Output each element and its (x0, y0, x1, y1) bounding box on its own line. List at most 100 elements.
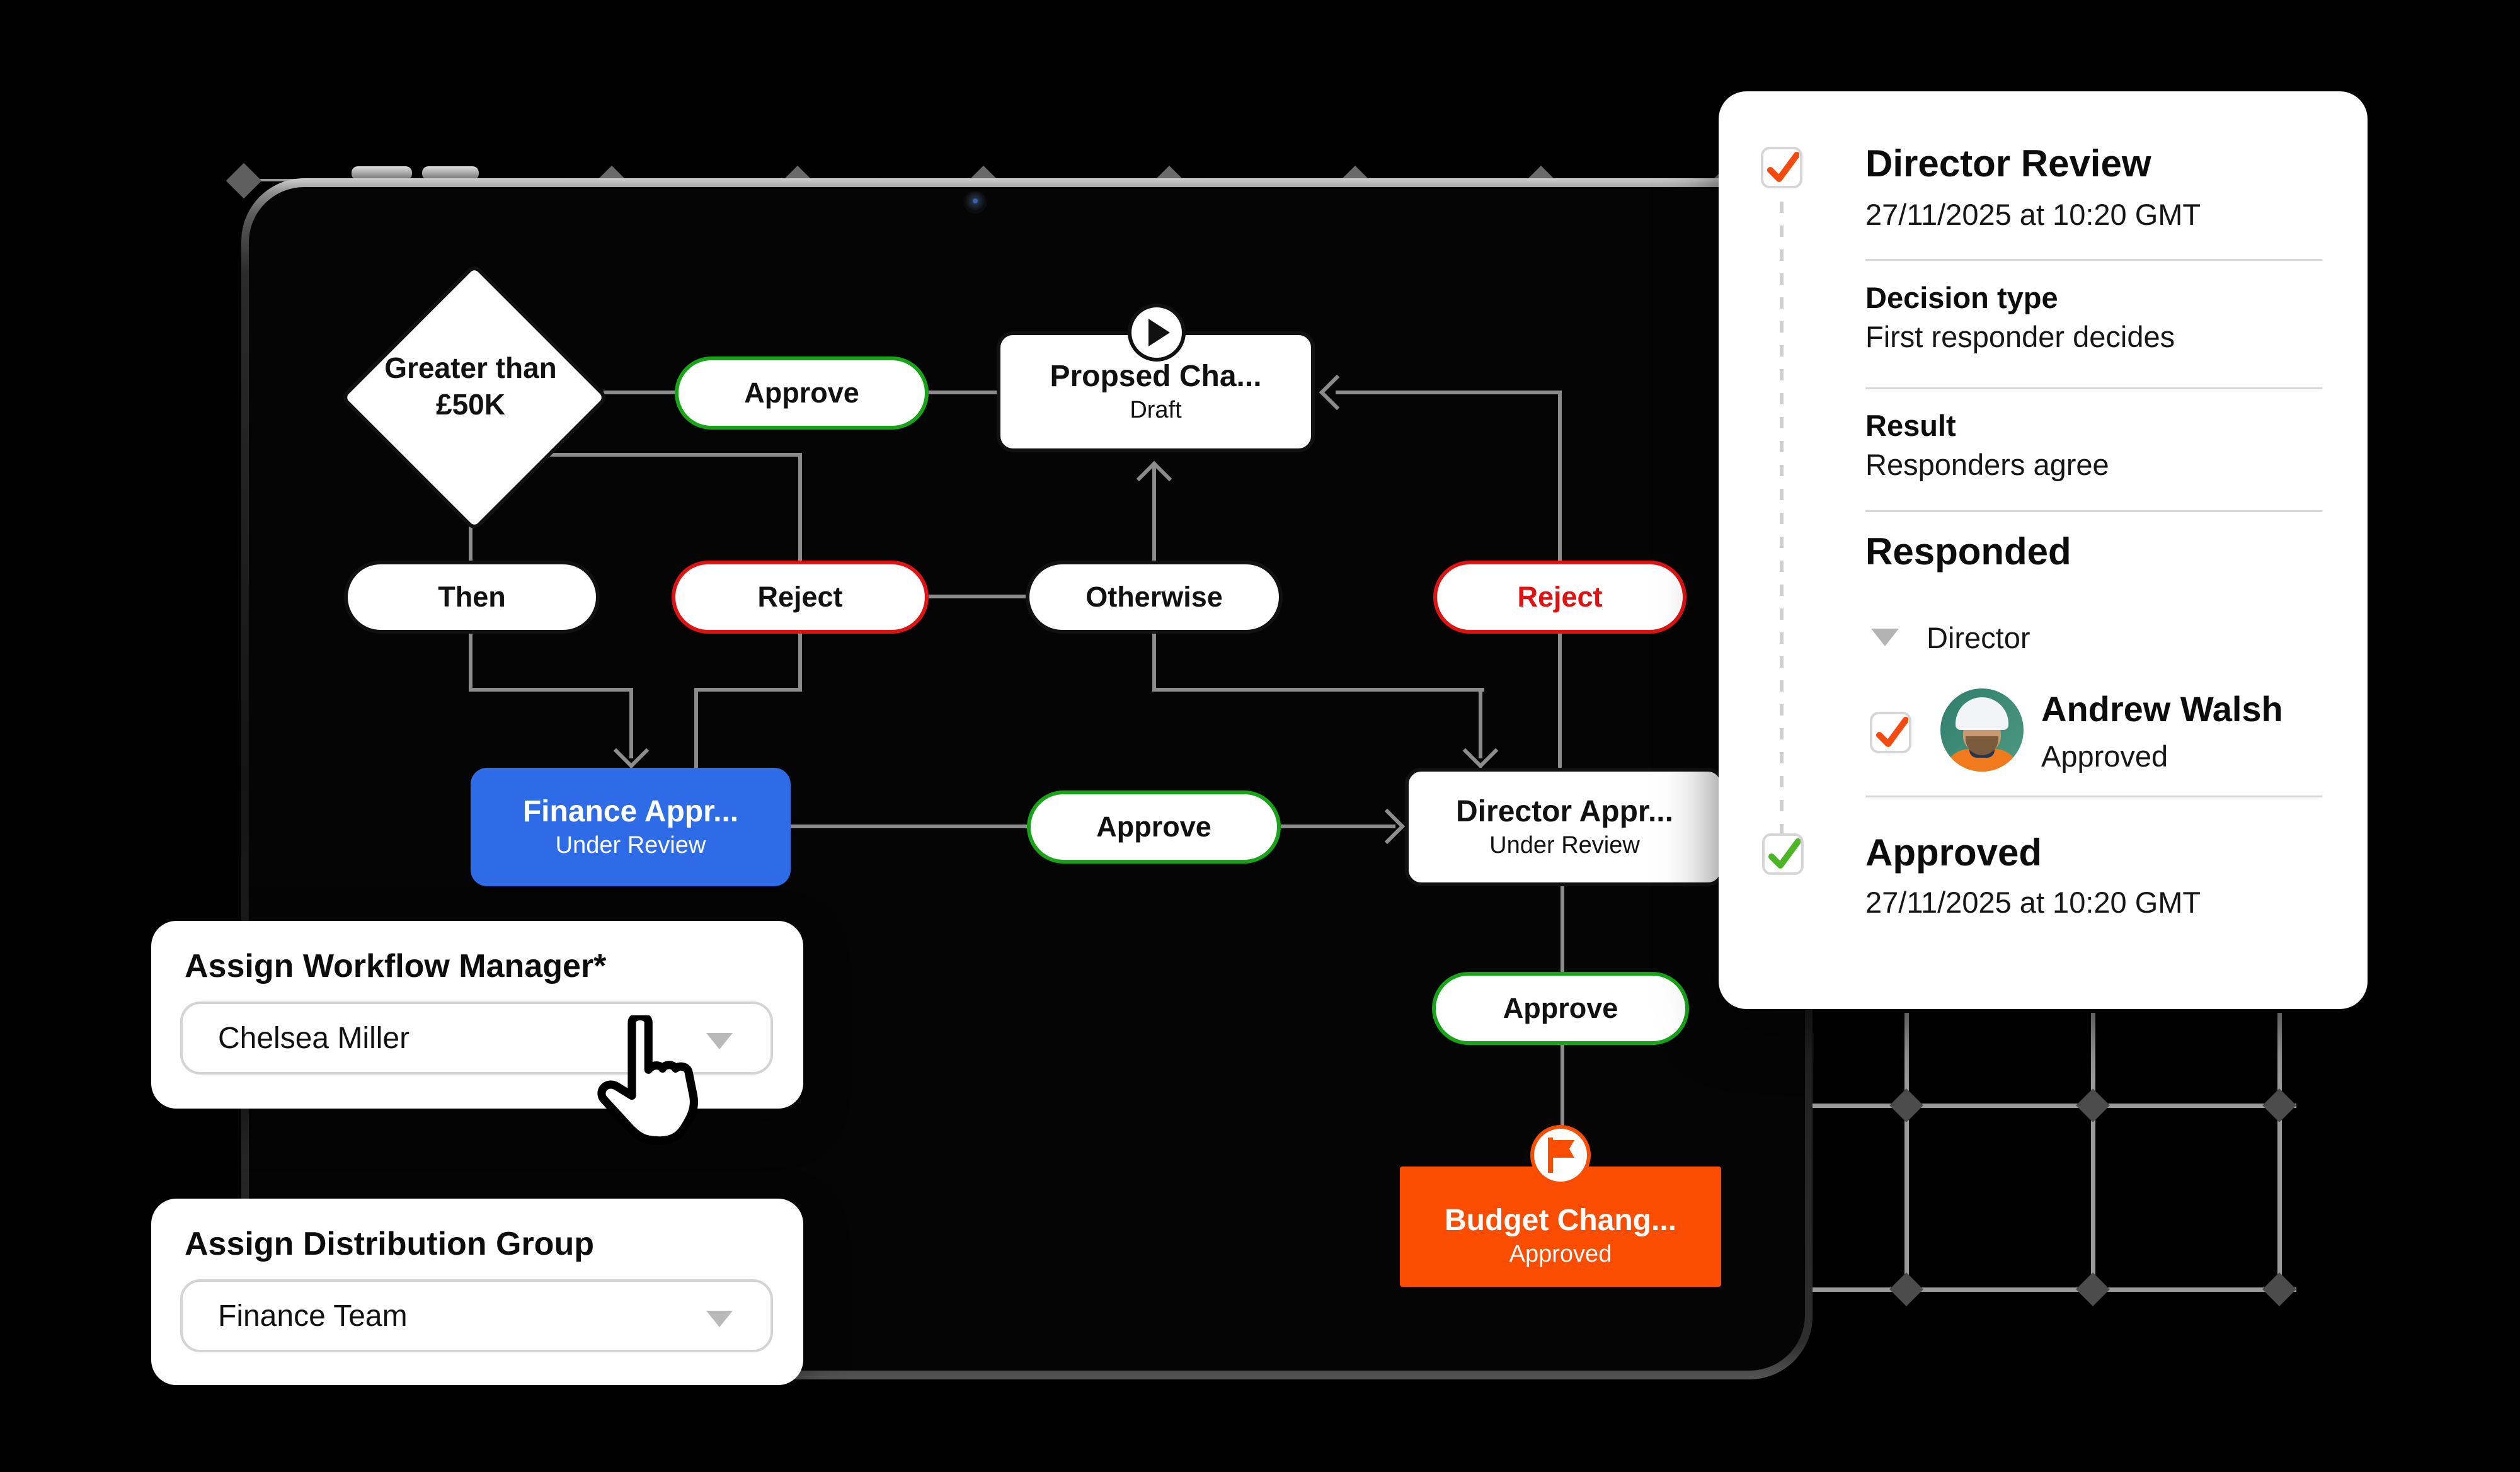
pill-reject-2[interactable]: Reject (1433, 561, 1687, 634)
connector-line (929, 595, 1026, 598)
connector-line (469, 522, 472, 561)
connector-line (694, 688, 698, 768)
pill-label: Otherwise (1085, 581, 1223, 613)
responder-name: Andrew Walsh (2041, 689, 2283, 729)
grid-diamond (1889, 1272, 1923, 1306)
grid-hline (1813, 1104, 2296, 1108)
node-title: Propsed Cha... (1050, 360, 1262, 393)
grid-diamond (1889, 1088, 1923, 1122)
blueprint-top-line (244, 179, 313, 181)
responder-checkbox[interactable] (1870, 712, 1911, 753)
avatar (1940, 688, 2024, 772)
node-director-approval[interactable]: Director Appr... Under Review (1405, 768, 1724, 886)
volume-button (422, 166, 479, 180)
result-value: Responders agree (1865, 448, 2109, 481)
node-title: Director Appr... (1456, 795, 1673, 828)
connector-line (1561, 1045, 1564, 1127)
connector-line (1479, 688, 1482, 758)
node-status: Under Review (1489, 832, 1640, 859)
camera-icon (964, 191, 987, 214)
check-icon (1767, 152, 1799, 182)
play-icon[interactable] (1128, 304, 1186, 362)
play-triangle (1148, 319, 1170, 346)
assign-manager-card: Assign Workflow Manager* Chelsea Miller (151, 921, 803, 1109)
connector-line (1281, 824, 1395, 828)
grid-hline (1813, 1287, 2296, 1292)
assign-manager-title: Assign Workflow Manager* (185, 948, 607, 984)
node-status: Draft (1130, 397, 1182, 423)
blueprint-corner-diamond (226, 163, 262, 199)
decision-type-value: First responder decides (1865, 320, 2175, 353)
assign-group-card: Assign Distribution Group Finance Team (151, 1199, 803, 1385)
pill-label: Approve (1503, 992, 1618, 1024)
pill-otherwise[interactable]: Otherwise (1026, 561, 1283, 634)
connector-line (929, 391, 997, 394)
grid-vline (2277, 1013, 2282, 1291)
review-title: Director Review (1865, 142, 2151, 185)
connector-line (1152, 466, 1156, 561)
grid-diamond (2076, 1272, 2110, 1306)
connector-line (629, 688, 633, 758)
connector-line (1558, 634, 1562, 768)
pill-label: Reject (1517, 581, 1603, 613)
grid-diamond (2076, 1088, 2110, 1122)
timeline-dotted-line (1780, 202, 1784, 838)
node-status: Approved (1509, 1240, 1612, 1267)
grid-vline (1904, 1013, 1909, 1291)
connector-line (798, 453, 802, 561)
connector-line (469, 634, 472, 692)
responder-status: Approved (2041, 739, 2168, 773)
result-label: Result (1865, 409, 1956, 442)
connector-line (1152, 688, 1484, 692)
connector-line (1558, 391, 1562, 561)
pill-label: Then (438, 581, 506, 613)
responded-heading: Responded (1865, 530, 2071, 573)
decision-type-label: Decision type (1865, 281, 2058, 314)
divider (1865, 796, 2322, 797)
flag-glyph (1548, 1138, 1574, 1173)
pill-approve-3[interactable]: Approve (1432, 972, 1689, 1045)
node-status: Under Review (555, 832, 706, 859)
decision-line2: £50K (436, 388, 505, 421)
volume-button (352, 166, 412, 180)
pointer-cursor-icon (597, 1015, 698, 1145)
connector-line (798, 634, 802, 692)
chevron-down-icon (706, 1033, 733, 1049)
divider (1865, 510, 2322, 512)
chevron-down-icon (706, 1311, 733, 1327)
responder-group-label: Director (1927, 621, 2030, 654)
connector-line (1336, 391, 1562, 394)
decision-line1: Greater than (384, 351, 557, 384)
grid-diamond (2262, 1272, 2296, 1306)
connector-line (469, 688, 633, 692)
pill-label: Approve (1096, 811, 1211, 843)
collapse-chevron-icon[interactable] (1871, 629, 1899, 646)
check-icon (1768, 838, 1801, 869)
connector-line (531, 453, 802, 457)
approved-heading: Approved (1865, 831, 2042, 874)
review-timestamp: 27/11/2025 at 10:20 GMT (1865, 198, 2201, 231)
flag-icon[interactable] (1530, 1125, 1591, 1185)
pill-label: Approve (744, 377, 859, 409)
pill-then[interactable]: Then (344, 561, 600, 634)
node-title: Budget Chang... (1445, 1203, 1676, 1237)
distribution-group-select[interactable]: Finance Team (180, 1279, 773, 1352)
distribution-group-value: Finance Team (218, 1299, 408, 1333)
approved-timestamp: 27/11/2025 at 10:20 GMT (1865, 886, 2201, 919)
node-budget-change[interactable]: Budget Chang... Approved (1400, 1167, 1721, 1287)
avatar-hardhat (1956, 697, 2008, 730)
connector-line (791, 824, 1027, 828)
pill-approve-1[interactable]: Approve (675, 357, 929, 430)
approved-checkbox[interactable] (1762, 833, 1804, 875)
connector-line (604, 391, 675, 394)
node-finance-approval[interactable]: Finance Appr... Under Review (471, 768, 791, 886)
pill-reject-1[interactable]: Reject (672, 561, 929, 634)
grid-diamond (2262, 1088, 2296, 1122)
connector-line (1561, 886, 1564, 972)
workflow-manager-select[interactable]: Chelsea Miller (180, 1001, 773, 1075)
pill-approve-2[interactable]: Approve (1027, 790, 1281, 864)
check-icon (1876, 717, 1908, 747)
pill-label: Reject (757, 581, 843, 613)
director-review-checkbox[interactable] (1761, 147, 1802, 188)
